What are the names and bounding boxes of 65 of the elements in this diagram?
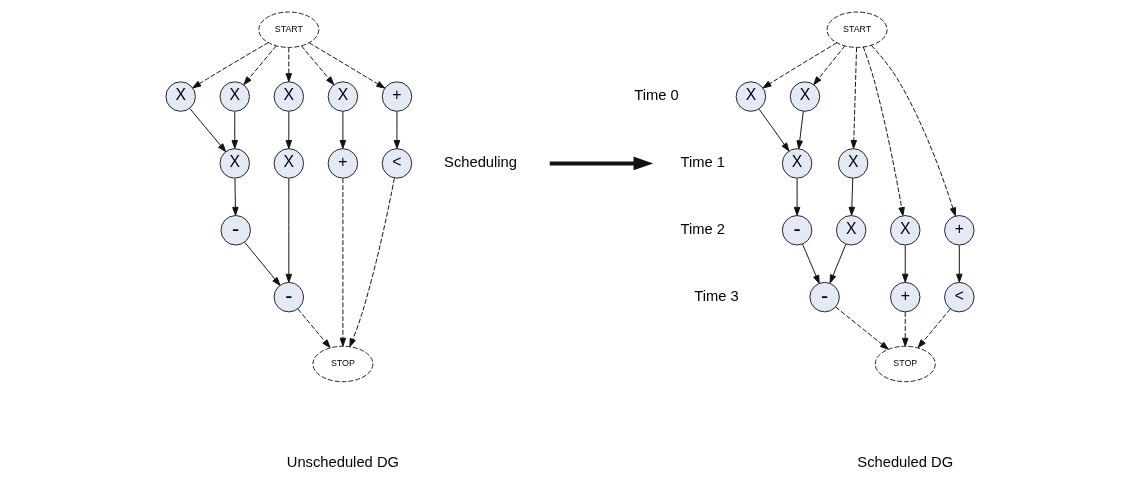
node-circle: X: [164, 81, 196, 112]
arrow: [339, 177, 346, 347]
arrow: [231, 111, 238, 149]
node-ellipse: STOP: [311, 345, 373, 383]
label: Time 3: [693, 287, 739, 304]
node-circle: +: [889, 281, 920, 313]
arrow: [870, 44, 956, 217]
node-circle: <: [943, 281, 975, 313]
arrow: [834, 306, 889, 350]
arrow: [829, 243, 846, 284]
node-ellipse: START: [826, 11, 888, 48]
arrow: [300, 45, 334, 86]
node-circle: X: [789, 81, 820, 112]
arrow: [285, 47, 292, 82]
arrow: [850, 47, 857, 149]
arrow: [762, 42, 837, 89]
arrow: [901, 311, 908, 347]
node-circle: X: [219, 148, 250, 179]
node-ellipse: START: [257, 11, 319, 48]
arrow: [901, 244, 908, 283]
node-circle: -: [220, 215, 251, 246]
label: Time 0: [633, 87, 679, 104]
arrow: [796, 110, 804, 150]
node-circle: X: [273, 148, 304, 179]
node-circle: X: [835, 215, 866, 246]
arrow: [917, 308, 951, 349]
node-circle: -: [273, 281, 304, 313]
arrow: [243, 241, 280, 286]
label: Scheduled DG: [856, 453, 953, 470]
arrow: [801, 243, 820, 284]
arrow: [191, 42, 269, 89]
node-circle: X: [837, 148, 868, 179]
label: Time 2: [679, 220, 725, 237]
arrow: [812, 45, 845, 86]
arrow: [285, 111, 292, 149]
arrow: [188, 108, 226, 153]
arrow: [393, 111, 400, 149]
node-circle: X: [781, 148, 812, 179]
label: Scheduling: [443, 153, 517, 170]
node-circle: X: [327, 81, 358, 112]
label: Unscheduled DG: [286, 453, 399, 470]
node-circle: X: [735, 81, 766, 112]
arrow: [862, 46, 905, 216]
arrow: [955, 244, 963, 283]
arrow: [758, 108, 789, 152]
arrow: [348, 177, 395, 348]
arrow: [242, 45, 276, 86]
node-circle: +: [381, 81, 412, 112]
node-circle: X: [889, 215, 920, 246]
node-ellipse: STOP: [874, 345, 936, 383]
node-circle: -: [808, 281, 840, 313]
arrow: [285, 178, 292, 283]
node-circle: X: [273, 81, 304, 112]
arrow: [297, 308, 330, 349]
node-circle: <: [381, 148, 412, 179]
node-circle: X: [219, 81, 250, 112]
node-circle: +: [943, 215, 975, 246]
node-circle: +: [327, 148, 358, 179]
node-circle: -: [781, 215, 812, 246]
arrow: [848, 177, 855, 216]
arrow: [308, 42, 385, 89]
arrow: [793, 178, 800, 216]
label: Time 1: [679, 153, 725, 170]
arrow: [231, 178, 239, 216]
arrow: [339, 111, 346, 149]
